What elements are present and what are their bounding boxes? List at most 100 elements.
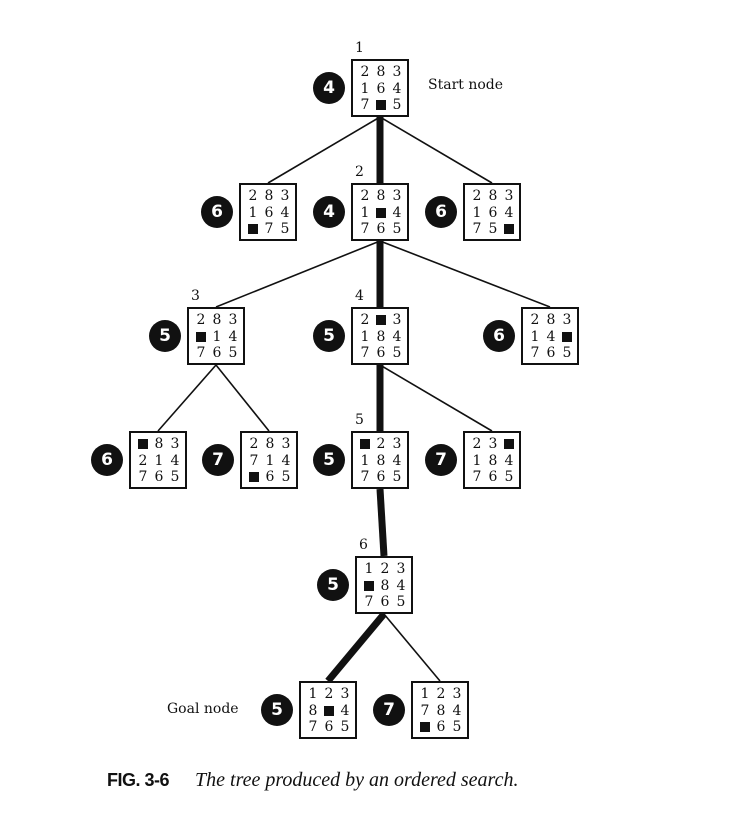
blank-square-icon <box>249 472 259 482</box>
puzzle-tile: 4 <box>170 452 180 469</box>
puzzle-tile: 2 <box>360 312 370 328</box>
blank-square-icon <box>376 207 386 218</box>
puzzle-tile: 7 <box>360 97 370 113</box>
puzzle-tile: 6 <box>376 80 386 97</box>
tree-edge <box>379 240 551 308</box>
blank-square-icon <box>504 439 514 449</box>
puzzle-tile: 6 <box>376 221 386 237</box>
puzzle-tile: 6 <box>380 594 390 610</box>
puzzle-tile: 5 <box>340 719 350 735</box>
puzzle-tile: 6 <box>324 719 334 735</box>
puzzle-tile: 4 <box>546 328 556 345</box>
puzzle-tile: 4 <box>392 328 402 345</box>
puzzle-tile: 2 <box>360 64 370 80</box>
puzzle-tile: 8 <box>488 188 498 204</box>
puzzle-tile: 8 <box>488 452 498 469</box>
puzzle-tile: 1 <box>212 328 222 345</box>
puzzle-tile: 7 <box>472 469 482 485</box>
puzzle-tile: 2 <box>360 188 370 204</box>
puzzle-tile: 7 <box>308 719 318 735</box>
tree-edge <box>383 613 441 682</box>
puzzle-tile: 7 <box>364 594 374 610</box>
puzzle-tile: 5 <box>228 345 238 361</box>
blank-square-icon <box>376 100 386 110</box>
figure-caption-text: The tree produced by an ordered search. <box>195 769 519 791</box>
blank-tile <box>373 97 389 114</box>
blank-square-icon <box>138 439 148 449</box>
puzzle-tile: 3 <box>488 436 498 452</box>
figure-number: FIG. 3-6 <box>107 770 170 790</box>
puzzle-tile: 8 <box>546 312 556 328</box>
puzzle-tile: 1 <box>248 204 258 221</box>
puzzle-tile: 2 <box>324 686 334 702</box>
puzzle-tile: 4 <box>340 702 350 719</box>
puzzle-tile: 1 <box>472 204 482 221</box>
puzzle-tile: 6 <box>436 719 446 735</box>
puzzle-tile: 1 <box>530 328 540 345</box>
puzzle-tile: 2 <box>196 312 206 328</box>
blank-tile <box>193 329 209 346</box>
node-score-badge: 7 <box>373 694 405 726</box>
puzzle-tile: 3 <box>228 312 238 328</box>
puzzle-tile: 4 <box>280 204 290 221</box>
tree-edge <box>379 364 493 432</box>
puzzle-tile: 6 <box>546 345 556 361</box>
puzzle-tile: 7 <box>360 221 370 237</box>
puzzle-tile: 7 <box>360 345 370 361</box>
puzzle-tile: 3 <box>504 188 514 204</box>
puzzle-tile: 5 <box>392 469 402 485</box>
node-order-index: 3 <box>191 288 200 304</box>
goal-node-label: Goal node <box>167 701 239 717</box>
puzzle-tile: 1 <box>360 80 370 97</box>
puzzle-tile: 7 <box>530 345 540 361</box>
puzzle-tile: 3 <box>562 312 572 328</box>
puzzle-tile: 1 <box>364 561 374 577</box>
puzzle-tile: 8 <box>376 452 386 469</box>
puzzle-tile: 5 <box>488 221 498 237</box>
puzzle-tile: 3 <box>392 188 402 204</box>
node-order-index: 6 <box>359 537 368 553</box>
blank-tile <box>501 436 517 453</box>
puzzle-tile: 7 <box>420 702 430 719</box>
blank-tile <box>321 703 337 720</box>
puzzle-tile: 5 <box>392 345 402 361</box>
blank-square-icon <box>420 722 430 732</box>
tree-edge <box>157 364 217 432</box>
puzzle-tile: 5 <box>392 221 402 237</box>
puzzle-tile: 4 <box>392 80 402 97</box>
puzzle-tile: 2 <box>248 188 258 204</box>
blank-square-icon <box>562 331 572 342</box>
puzzle-tile: 7 <box>472 221 482 237</box>
node-score-badge: 6 <box>91 444 123 476</box>
blank-square-icon <box>504 224 514 234</box>
puzzle-tile: 4 <box>504 204 514 221</box>
puzzle-tile: 1 <box>308 686 318 702</box>
node-score-badge: 5 <box>149 320 181 352</box>
puzzle-tile: 1 <box>472 452 482 469</box>
puzzle-tile: 8 <box>436 702 446 719</box>
puzzle-tile: 6 <box>154 469 164 485</box>
puzzle-tile: 5 <box>562 345 572 361</box>
node-score-badge: 6 <box>201 196 233 228</box>
puzzle-tile: 2 <box>472 188 482 204</box>
blank-square-icon <box>248 224 258 234</box>
node-order-index: 5 <box>355 412 364 428</box>
puzzle-tile: 1 <box>360 452 370 469</box>
puzzle-tile: 5 <box>280 221 290 237</box>
puzzle-tile: 3 <box>170 436 180 452</box>
